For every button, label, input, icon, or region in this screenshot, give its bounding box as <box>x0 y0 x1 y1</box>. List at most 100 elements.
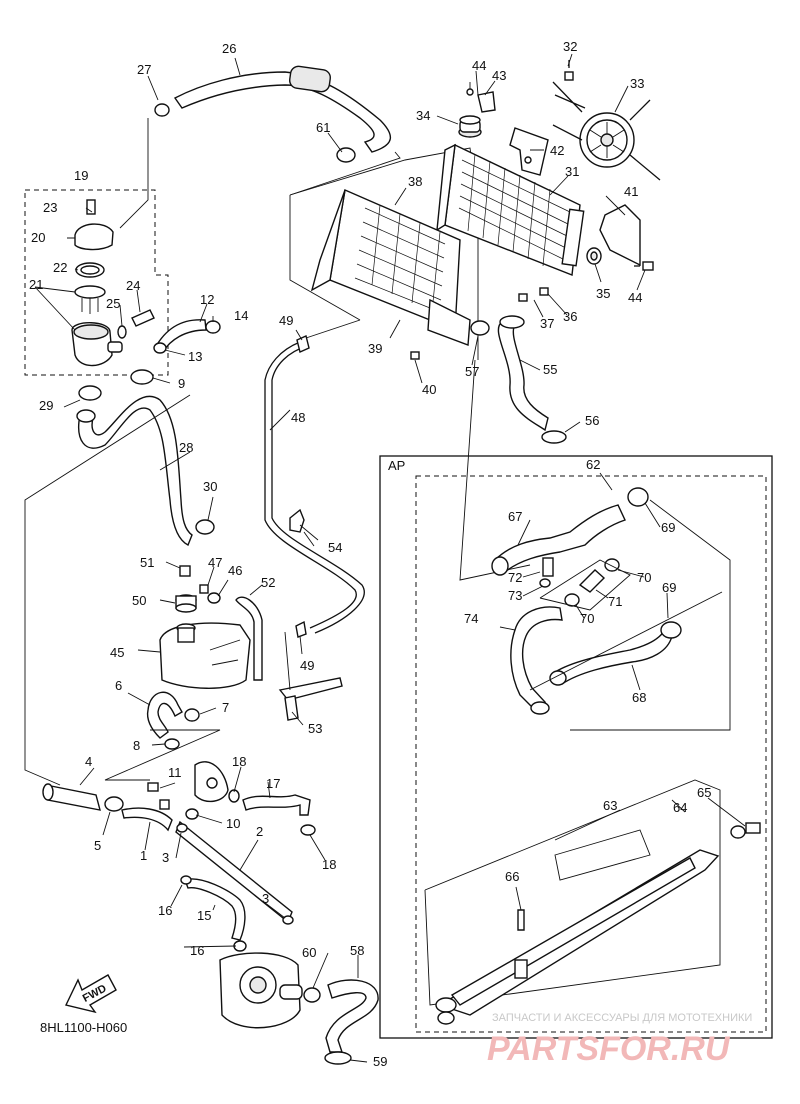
callout-25: 25 <box>106 296 120 311</box>
callout-62: 62 <box>586 457 600 472</box>
washer-25 <box>117 325 127 339</box>
callout-37: 37 <box>540 316 554 331</box>
callout-63: 63 <box>603 798 617 813</box>
callout-36: 36 <box>563 309 577 324</box>
leader-hose-28 <box>24 394 191 786</box>
bracket-43 <box>477 91 496 113</box>
hose-17 <box>242 794 311 816</box>
leader-hose-6 <box>104 729 221 781</box>
radiator-group <box>289 60 661 444</box>
callout-49: 49 <box>279 313 293 328</box>
callout-41: 41 <box>624 184 638 199</box>
hose-58 <box>325 979 379 1053</box>
radiator-hose-55 <box>497 321 549 432</box>
hose-74 <box>510 606 563 711</box>
ap-assembly-label: AP <box>388 458 405 473</box>
callout-1: 1 <box>140 848 147 863</box>
leader-hose-26 <box>119 118 149 229</box>
coolant-reservoir <box>159 622 251 689</box>
upper-hose-group <box>119 65 401 229</box>
callout-61: 61 <box>316 120 330 135</box>
callout-52: 52 <box>261 575 275 590</box>
temperature-sensor-24 <box>131 309 155 327</box>
callout-45: 45 <box>110 645 124 660</box>
clamp-7 <box>184 708 200 722</box>
callout-19: 19 <box>74 168 88 183</box>
callout-42: 42 <box>550 143 564 158</box>
leader-lines <box>34 53 746 1063</box>
callout-51: 51 <box>140 555 154 570</box>
callout-21: 21 <box>29 277 43 292</box>
callout-66: 66 <box>505 869 519 884</box>
reservoir-group <box>159 565 343 721</box>
callout-18: 18 <box>232 754 246 769</box>
watermark-brand: PARTSFOR.RU <box>487 1030 731 1068</box>
callout-16: 16 <box>158 903 172 918</box>
callout-73: 73 <box>508 588 522 603</box>
o-ring-10 <box>185 808 199 820</box>
callout-8: 8 <box>133 738 140 753</box>
callout-3: 3 <box>262 891 269 906</box>
clamp-18b <box>300 824 316 836</box>
hose-4 <box>45 784 101 811</box>
clamp-69a <box>627 487 649 507</box>
callout-44: 44 <box>628 290 642 305</box>
callout-5: 5 <box>94 838 101 853</box>
callout-72: 72 <box>508 570 522 585</box>
hose-67 <box>494 504 626 573</box>
callout-22: 22 <box>53 260 67 275</box>
callout-74: 74 <box>464 611 478 626</box>
callout-40: 40 <box>422 382 436 397</box>
cooling-fan <box>552 60 661 181</box>
radiator-grille <box>310 189 471 346</box>
ap-assembly <box>379 359 773 1039</box>
callout-35: 35 <box>596 286 610 301</box>
clamp-56 <box>541 430 567 444</box>
callout-69: 69 <box>661 520 675 535</box>
watermark-tagline: ЗАПЧАСТИ И АКСЕССУАРЫ ДЛЯ МОТОТЕХНИКИ <box>492 1012 752 1024</box>
callout-3: 3 <box>162 850 169 865</box>
clamp-27 <box>154 103 170 117</box>
callout-71: 71 <box>608 594 622 609</box>
callout-70: 70 <box>637 570 651 585</box>
hose-52 <box>235 596 263 681</box>
callout-69: 69 <box>662 580 676 595</box>
fwd-arrow-icon: FWD <box>64 974 117 1014</box>
thermostat-valve <box>74 285 106 299</box>
callout-9: 9 <box>178 376 185 391</box>
callout-67: 67 <box>508 509 522 524</box>
callout-44: 44 <box>472 58 486 73</box>
callout-18: 18 <box>322 857 336 872</box>
hose-48 <box>264 319 365 634</box>
thermostat-dashed-box <box>24 189 169 376</box>
callout-2: 2 <box>256 824 263 839</box>
callout-39: 39 <box>368 341 382 356</box>
callout-50: 50 <box>132 593 146 608</box>
clamp-29 <box>78 385 102 401</box>
clamp-14 <box>205 320 221 334</box>
clamp-3b <box>282 915 294 925</box>
callout-55: 55 <box>543 362 557 377</box>
callout-43: 43 <box>492 68 506 83</box>
bolt-65 <box>730 822 761 839</box>
callout-6: 6 <box>115 678 122 693</box>
ap-dashed-frame <box>415 475 767 1033</box>
callout-70: 70 <box>580 611 594 626</box>
bolt-11 <box>147 782 159 792</box>
clamp-61 <box>336 147 356 163</box>
bolt-66 <box>517 909 525 931</box>
clamp-5 <box>104 796 124 812</box>
callout-60: 60 <box>302 945 316 960</box>
grommet-35 <box>586 247 602 265</box>
clip-49b <box>295 620 307 638</box>
clamp-70a <box>604 558 620 572</box>
hose-12 <box>154 319 207 353</box>
callout-15: 15 <box>197 908 211 923</box>
callout-58: 58 <box>350 943 364 958</box>
radiator-pipe-63 <box>424 779 721 1025</box>
callout-20: 20 <box>31 230 45 245</box>
bolt-47 <box>199 584 209 594</box>
callout-29: 29 <box>39 398 53 413</box>
callout-33: 33 <box>630 76 644 91</box>
